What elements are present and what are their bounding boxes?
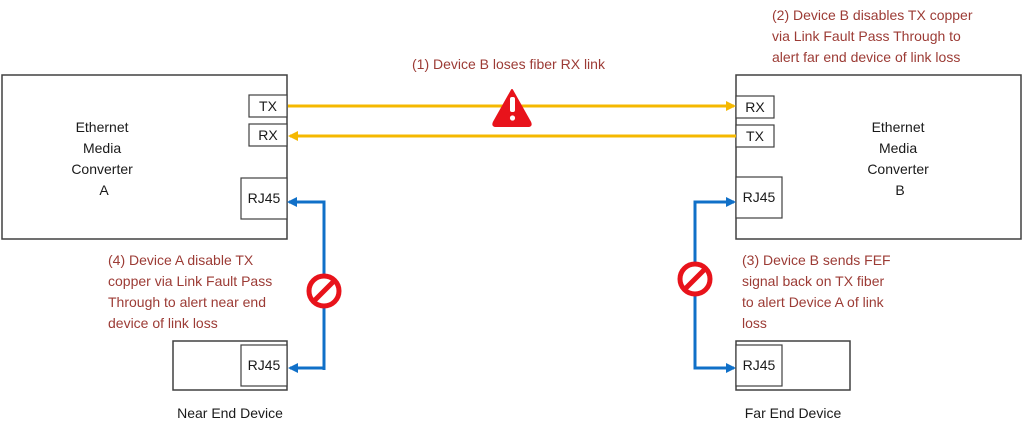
device-b-name: Ethernet Media Converter B [867, 119, 932, 198]
device-a-tx-port: TX [248, 94, 288, 118]
far-end-device-label: Far End Device [745, 405, 842, 421]
near-end-rj45-port: RJ45 [248, 357, 281, 373]
svg-text:RJ45: RJ45 [743, 189, 776, 205]
device-a-rx-port: RX [248, 123, 288, 147]
device-b-tx-port: TX [735, 124, 775, 148]
svg-text:TX: TX [746, 128, 765, 144]
prohibited-icon [306, 273, 342, 309]
svg-text:RJ45: RJ45 [248, 190, 281, 206]
media-converter-b: Ethernet Media Converter B RX TX RJ45 [735, 74, 1022, 240]
svg-text:TX: TX [259, 98, 278, 114]
svg-text:RX: RX [745, 99, 765, 115]
svg-text:RX: RX [258, 127, 278, 143]
far-end-device: RJ45 Far End Device [735, 340, 851, 421]
prohibited-icon [677, 261, 713, 297]
near-end-device: RJ45 Near End Device [172, 340, 288, 421]
copper-link-a-to-converter [287, 197, 326, 370]
device-a-rj45-port: RJ45 [240, 177, 288, 220]
note-step-2: (2) Device B disables TX copper via Link… [772, 7, 976, 65]
device-a-name: Ethernet Media Converter A [71, 119, 136, 198]
note-step-4: (4) Device A disable TX copper via Link … [108, 252, 276, 331]
warning-triangle-icon [492, 89, 532, 127]
device-b-rj45-port: RJ45 [735, 176, 783, 219]
note-step-1: (1) Device B loses fiber RX link [412, 56, 606, 72]
device-b-rx-port: RX [735, 95, 775, 119]
far-end-rj45-port: RJ45 [743, 357, 776, 373]
media-converter-a: Ethernet Media Converter A TX RX RJ45 [1, 74, 288, 240]
note-step-3: (3) Device B sends FEF signal back on TX… [742, 252, 895, 331]
near-end-device-label: Near End Device [177, 405, 283, 421]
